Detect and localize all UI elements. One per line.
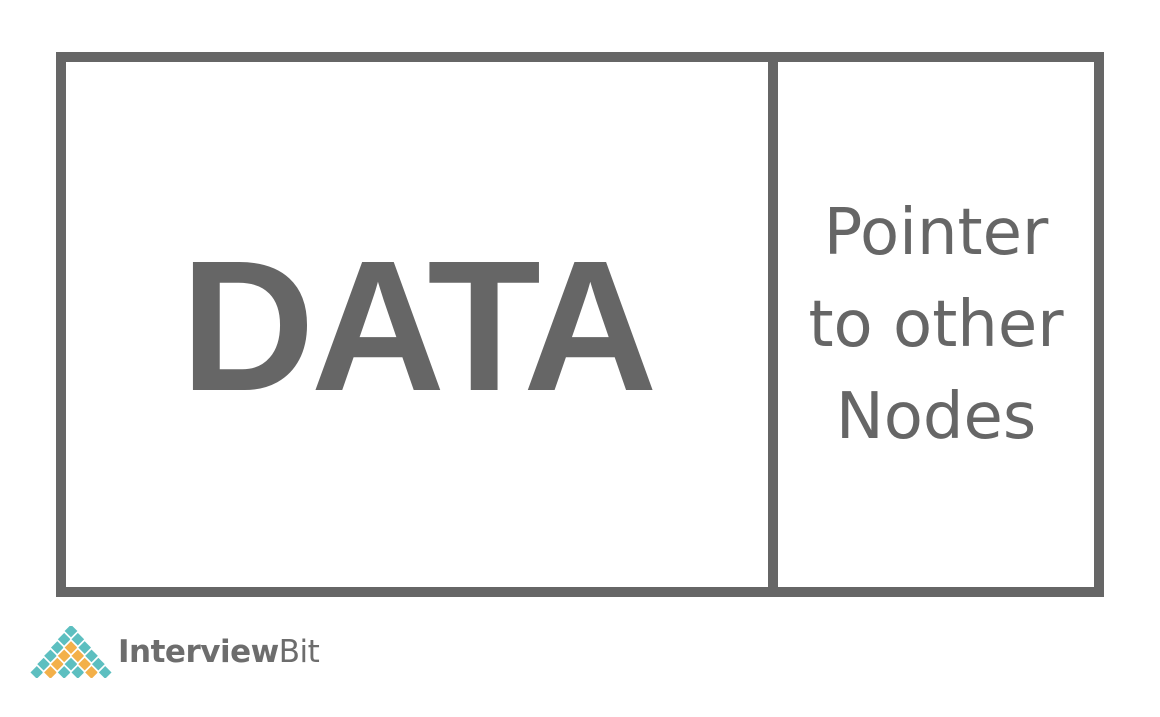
logo-diamond bbox=[56, 664, 73, 678]
logo-diamond bbox=[97, 664, 112, 678]
brand-name-regular: Bit bbox=[278, 634, 320, 670]
linked-list-node: DATA Pointer to other Nodes bbox=[56, 52, 1104, 597]
logo-diamond bbox=[69, 664, 86, 678]
pointer-label: Pointer to other Nodes bbox=[808, 187, 1063, 463]
logo-diamond bbox=[83, 664, 100, 678]
data-field: DATA bbox=[66, 62, 768, 587]
pointer-label-line: Nodes bbox=[835, 379, 1037, 454]
logo-diamond bbox=[42, 664, 59, 678]
pointer-label-line: Pointer bbox=[823, 195, 1049, 270]
brand-name: Interview Bit bbox=[118, 634, 320, 670]
interviewbit-diamond-grid-icon bbox=[30, 626, 112, 678]
node-divider bbox=[768, 62, 778, 587]
data-label: DATA bbox=[180, 222, 658, 430]
pointer-label-line: to other bbox=[808, 287, 1064, 362]
logo-diamond bbox=[30, 664, 45, 678]
brand-logo: Interview Bit bbox=[30, 624, 320, 680]
brand-name-bold: Interview bbox=[118, 634, 279, 670]
pointer-field: Pointer to other Nodes bbox=[778, 62, 1094, 587]
